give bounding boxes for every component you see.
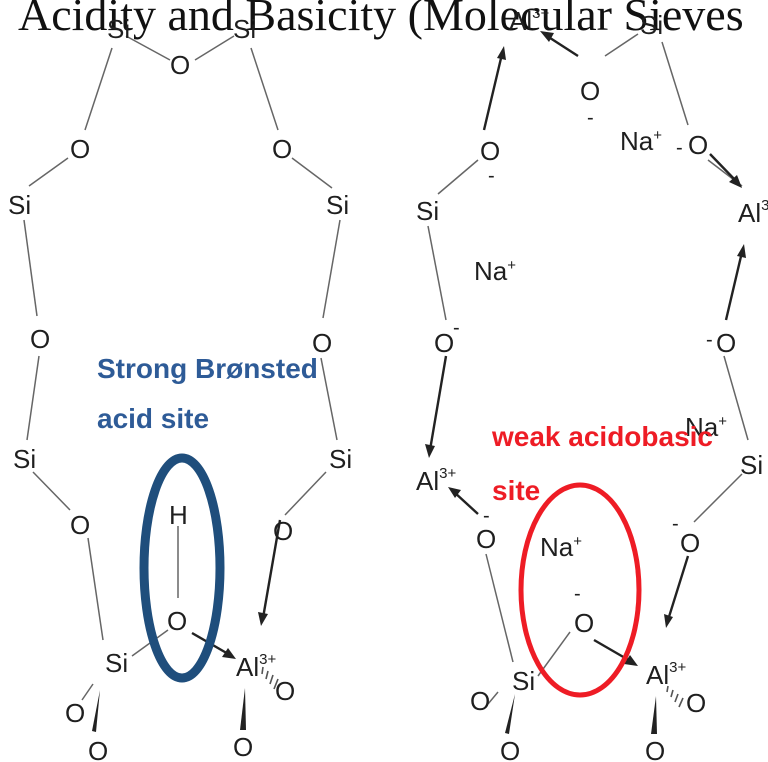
o-atom: O — [273, 516, 293, 546]
acidobasic-site-ring — [518, 482, 642, 698]
o-atom: O — [275, 676, 295, 706]
o-to-al-arrow — [482, 53, 504, 131]
left-al-wedge-bond — [240, 688, 246, 730]
si-atom: Si — [740, 450, 763, 480]
o-atom: O — [476, 524, 496, 554]
si-atom: Si — [233, 14, 256, 44]
negative-charge: - — [483, 505, 490, 527]
al-atom: Al3+ — [416, 465, 456, 496]
right-arrows — [425, 31, 746, 666]
left-structure: Si Si O O O Si Si O O Si Si O O H O Si A… — [8, 14, 352, 762]
si-atom: Si — [640, 10, 663, 40]
diagram-title: Acidity and Basicity (Molecular Sieves — [18, 0, 744, 40]
o-atom: O — [580, 76, 600, 106]
o-atom: O — [30, 324, 50, 354]
o-atom: O — [500, 736, 520, 762]
al-atom: Al3+ — [236, 651, 276, 682]
na-ion: Na+ — [474, 256, 516, 286]
o-to-al-arrow — [453, 491, 479, 515]
negative-charge: - — [574, 583, 581, 605]
acidobasic-label-line2: site — [492, 475, 540, 506]
o-atom: O — [272, 134, 292, 164]
o-atom: O — [233, 732, 253, 762]
bronsted-label-line1: Strong Brønsted — [97, 353, 318, 384]
left-arrows — [191, 519, 282, 659]
o-to-al-arrow — [546, 34, 579, 58]
bronsted-site-ring — [139, 453, 225, 683]
o-to-al-arrow — [724, 251, 744, 321]
al-atom: Al3+ — [738, 197, 768, 228]
right-wedge-bond — [505, 694, 515, 734]
o-to-al-arrow — [709, 153, 738, 183]
o-atom: O — [716, 328, 736, 358]
na-ion: Na+ — [620, 126, 662, 156]
o-atom: O — [88, 736, 108, 762]
left-hashed-bond — [261, 666, 279, 690]
si-atom: Si — [107, 14, 130, 44]
si-atom: Si — [105, 648, 128, 678]
o-atom: O — [70, 510, 90, 540]
si-atom: Si — [416, 196, 439, 226]
al-atom: Al3+ — [509, 5, 549, 36]
o-to-al-arrow — [428, 355, 448, 451]
o-atom: O — [574, 608, 594, 638]
negative-charge: - — [706, 329, 713, 351]
si-atom: Si — [329, 444, 352, 474]
o-atom: O — [470, 686, 490, 716]
negative-charge: - — [587, 107, 594, 129]
right-hashed-bond — [666, 685, 684, 708]
negative-charge: - — [676, 137, 683, 159]
negative-charge: - — [453, 317, 460, 339]
si-atom: Si — [326, 190, 349, 220]
h-atom: H — [169, 500, 188, 530]
na-ion: Na+ — [685, 412, 727, 442]
right-al-wedge-bond — [651, 696, 657, 734]
si-atom: Si — [13, 444, 36, 474]
left-wedge-bond — [92, 690, 100, 732]
negative-charge: - — [488, 165, 495, 187]
negative-charge: - — [672, 513, 679, 535]
o-atom: O — [65, 698, 85, 728]
right-structure: Al3+ Si O - O - Na+ - O Al3+ Si Na+ O - … — [416, 5, 768, 762]
al-atom: Al3+ — [646, 659, 686, 690]
o-atom: O — [434, 328, 454, 358]
o-atom: O — [686, 688, 706, 718]
si-atom: Si — [8, 190, 31, 220]
si-atom: Si — [512, 666, 535, 696]
acidobasic-label-line1: weak acidobasic — [491, 421, 713, 452]
o-atom: O — [680, 528, 700, 558]
bronsted-label-line2: acid site — [97, 403, 209, 434]
o-atom: O — [312, 328, 332, 358]
o-to-al-arrow — [261, 519, 282, 619]
o-atom: O — [688, 130, 708, 160]
o-to-al-arrow — [666, 555, 690, 621]
o-atom: O — [645, 736, 665, 762]
o-atom: O — [170, 50, 190, 80]
o-atom: O — [70, 134, 90, 164]
o-atom: O — [480, 136, 500, 166]
o-atom: O — [167, 606, 187, 636]
na-ion: Na+ — [540, 532, 582, 562]
